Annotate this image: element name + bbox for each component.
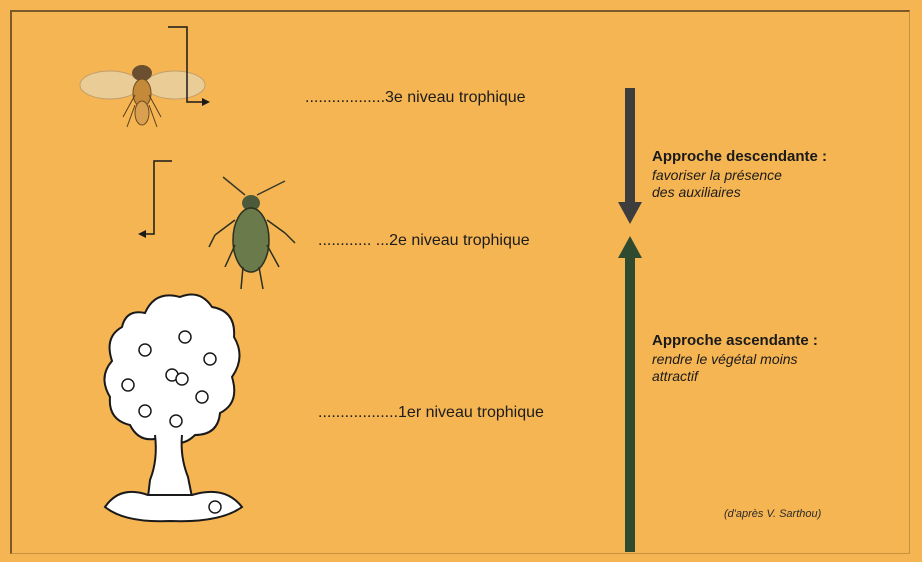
ascending-approach-line-1: rendre le végétal moins	[652, 351, 798, 368]
descending-approach-line-1: favoriser la présence	[652, 167, 782, 184]
descending-arrow	[618, 88, 642, 228]
descending-approach-line-2: des auxiliaires	[652, 184, 782, 201]
level-3-label: ..................3e niveau trophique	[305, 89, 526, 107]
apple-tree-icon	[100, 285, 245, 535]
descending-approach-text: favoriser la présence des auxiliaires	[652, 167, 782, 201]
flow-arrow-middle	[136, 160, 176, 240]
level-2-label: ............ ...2e niveau trophique	[318, 232, 530, 250]
credit-note: (d'après V. Sarthou)	[724, 508, 821, 520]
level-1-label: ..................1er niveau trophique	[318, 404, 544, 422]
ascending-approach-line-2: attractif	[652, 368, 798, 385]
ascending-approach-text: rendre le végétal moins attractif	[652, 351, 798, 385]
flow-arrow-upper	[160, 26, 220, 106]
ascending-approach-title: Approche ascendante :	[652, 332, 818, 349]
descending-approach-title: Approche descendante :	[652, 148, 827, 165]
aphid-icon	[205, 175, 300, 300]
ascending-arrow	[618, 236, 642, 556]
